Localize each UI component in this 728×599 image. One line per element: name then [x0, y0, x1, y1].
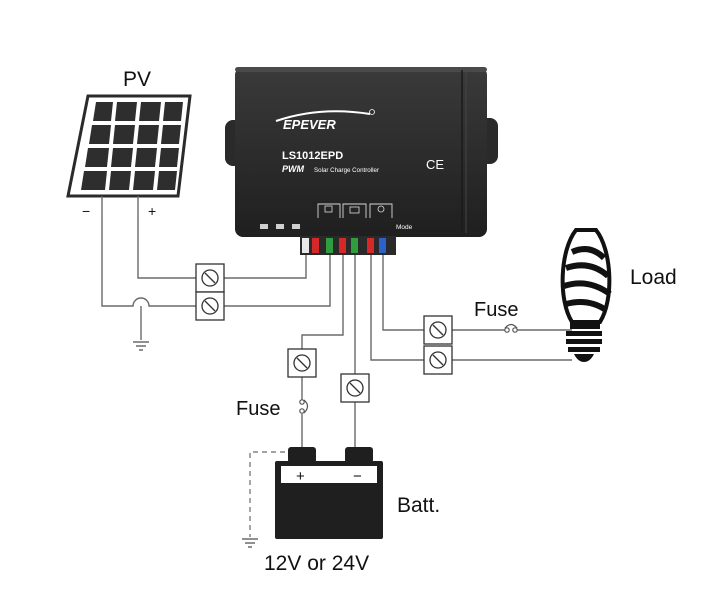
charge-controller: EPEVER LS1012EPD PWM Solar Charge Contro… [225, 67, 498, 255]
status-indicators [260, 224, 300, 229]
battery-positive-terminal-icon [287, 348, 317, 378]
controller-terminal-strip [302, 238, 386, 253]
wires [101, 215, 572, 537]
battery-icon [275, 447, 383, 539]
battery-label: Batt. [397, 494, 440, 517]
model-text: LS1012EPD [282, 150, 343, 162]
pv-minus-label: − [82, 203, 90, 219]
battery-port-icon [349, 206, 360, 214]
battery-minus-label: − [353, 468, 362, 485]
battery-ground-symbol-icon [241, 538, 259, 548]
battery-fuse-label: Fuse [236, 398, 280, 420]
pv-positive-terminal-icon [195, 263, 225, 293]
load-positive-terminal-icon [423, 315, 453, 345]
pv-plus-label: + [148, 203, 156, 219]
pv-negative-terminal-icon [195, 291, 225, 321]
pv-port-icon [324, 205, 333, 213]
battery-negative-terminal-icon [340, 373, 370, 403]
pv-ground-symbol-icon [132, 341, 150, 351]
load-fuse-label: Fuse [474, 299, 518, 321]
load-label: Load [630, 266, 677, 289]
load-negative-terminal-icon [423, 345, 453, 375]
epever-logo: EPEVER [275, 109, 375, 132]
load-fuse-icon [504, 323, 518, 333]
battery-plus-label: + [296, 468, 305, 485]
battery-voltage-label: 12V or 24V [264, 552, 369, 575]
brand-logo-text: EPEVER [283, 117, 336, 132]
mode-label: Mode [396, 224, 413, 231]
light-bulb-icon [560, 228, 612, 362]
type-text: Solar Charge Controller [314, 167, 379, 174]
load-port-icon [377, 205, 385, 213]
type-prefix-text: PWM [282, 164, 304, 174]
battery-fuse-icon [299, 399, 309, 414]
solar-panel-icon [66, 94, 192, 215]
ce-mark-text: CE [426, 157, 444, 172]
pv-label: PV [123, 68, 151, 91]
